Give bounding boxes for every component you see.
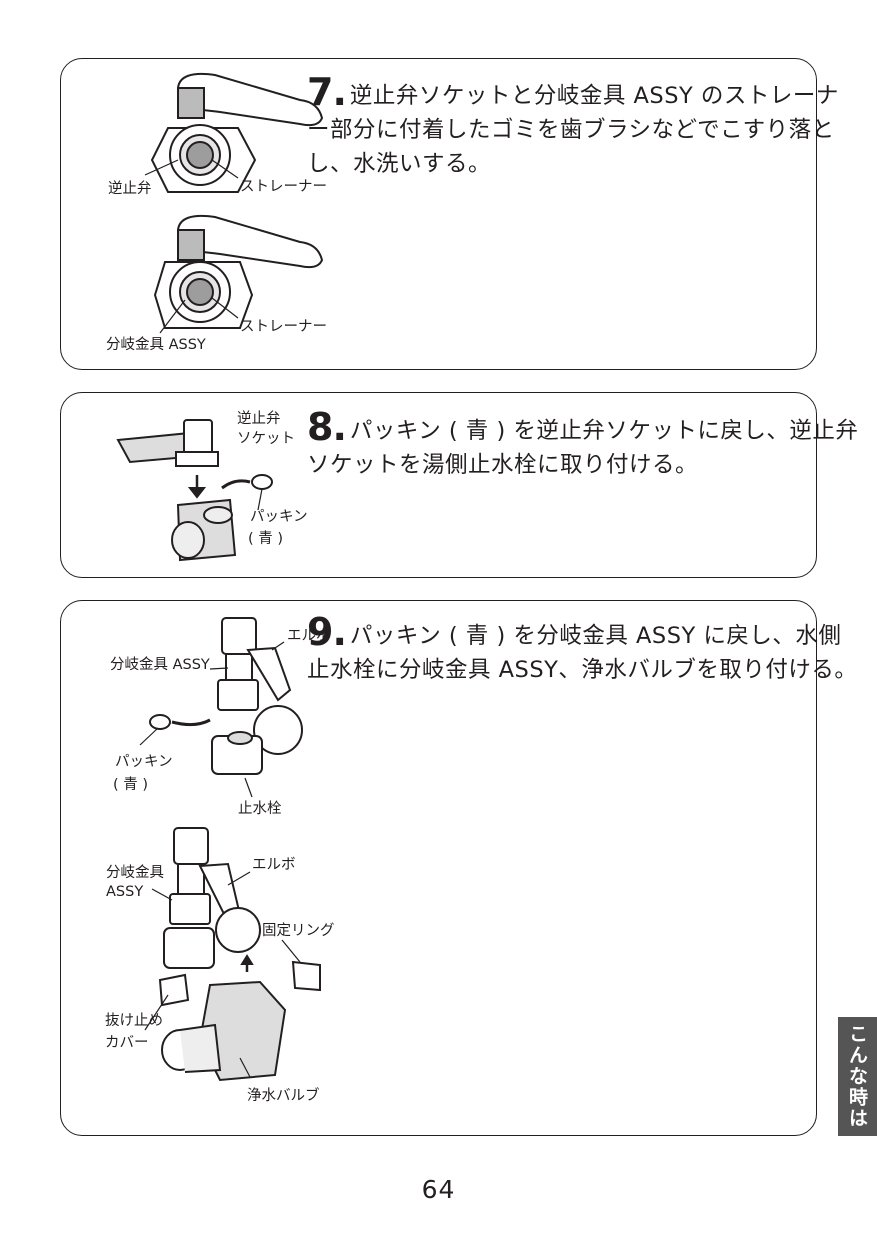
wrench-socket-illustration xyxy=(116,419,273,562)
step-9-instruction: パッキン ( 青 ) を分岐金具 ASSY に戻し、水側止水栓に分岐金具 ASS… xyxy=(307,623,858,683)
label-socket-2: ソケット xyxy=(237,430,295,447)
step-8-instruction: パッキン ( 青 ) を逆止弁ソケットに戻し、逆止弁ソケットを湯側止水栓に取り付… xyxy=(307,418,859,478)
label-elbow-b: エルボ xyxy=(252,856,296,873)
label-packing-color-9: ( 青 ) xyxy=(113,776,148,793)
step-9-panel xyxy=(60,600,817,1136)
toothbrush-branch-assy-illustration xyxy=(153,214,324,334)
label-strainer-a: ストレーナー xyxy=(240,179,327,195)
label-packing-9: パッキン xyxy=(115,753,173,770)
purifier-valve-assembly-illustration xyxy=(144,827,321,1082)
label-branch-assy-b1: 分岐金具 xyxy=(106,864,164,881)
section-tab[interactable]: こんな時は xyxy=(838,1017,877,1136)
label-retainer-2: カバー xyxy=(105,1035,149,1051)
label-branch-assy-a: 分岐金具 ASSY xyxy=(110,656,210,673)
label-socket-1: 逆止弁 xyxy=(237,410,281,427)
label-purifier-valve: 浄水バルブ xyxy=(247,1086,320,1104)
label-packing-color-8: ( 青 ) xyxy=(248,530,283,547)
label-branch-assy: 分岐金具 ASSY xyxy=(106,336,206,353)
label-packing-8: パッキン xyxy=(250,508,308,525)
label-elbow-a: エルボ xyxy=(287,627,331,644)
label-fixing-ring: 固定リング xyxy=(262,922,335,939)
toothbrush-check-valve-illustration xyxy=(144,72,324,193)
label-stop-valve: 止水栓 xyxy=(238,800,282,817)
step-7-instruction: 逆止弁ソケットと分岐金具 ASSY のストレーナー部分に付着したゴミを歯ブラシな… xyxy=(307,83,839,177)
step-9-number: 9. xyxy=(307,610,347,654)
step-8-number: 8. xyxy=(307,405,347,449)
label-branch-assy-b2: ASSY xyxy=(106,884,143,900)
step-8-text-block: 8.パッキン ( 青 ) を逆止弁ソケットに戻し、逆止弁ソケットを湯側止水栓に取… xyxy=(307,408,859,482)
page-number: 64 xyxy=(421,1175,456,1204)
label-strainer-b: ストレーナー xyxy=(240,319,327,335)
branch-assy-stop-valve-illustration xyxy=(139,617,303,798)
label-check-valve: 逆止弁 xyxy=(108,180,152,197)
step-8-panel xyxy=(60,392,817,578)
step-9-text-block: 9.パッキン ( 青 ) を分岐金具 ASSY に戻し、水側止水栓に分岐金具 A… xyxy=(307,613,859,687)
label-retainer-1: 抜け止め xyxy=(105,1012,163,1029)
